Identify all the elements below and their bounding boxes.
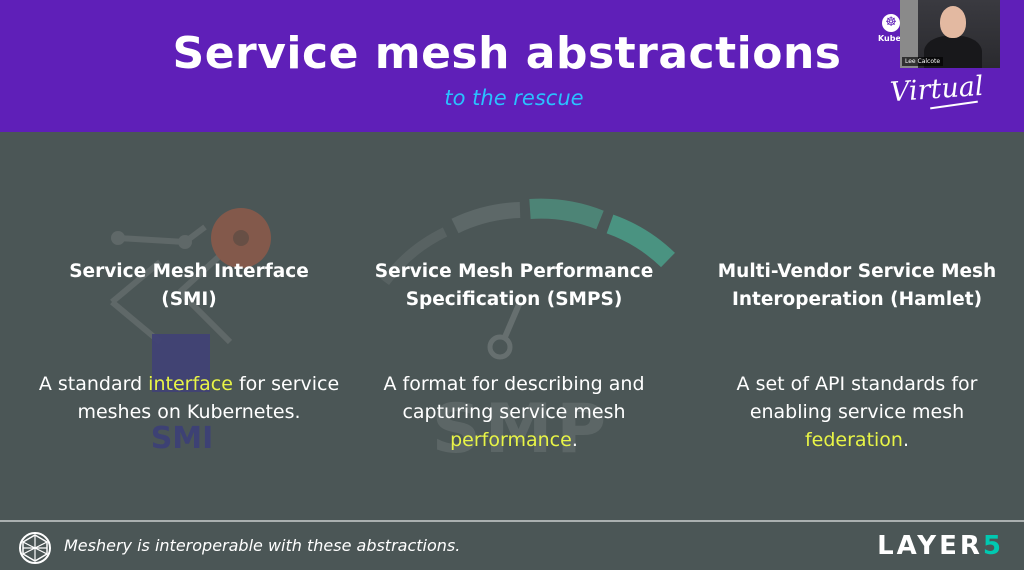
kubecon-badge: ☸ Kuber	[878, 14, 905, 43]
smps-heading-line1: Service Mesh Performance	[374, 261, 654, 282]
presenter-head	[940, 6, 966, 38]
presenter-name-tag: Lee Calcote	[902, 57, 944, 66]
hamlet-column: Multi-Vendor Service Mesh Interoperation…	[697, 258, 1017, 454]
smi-logo-icon: SMI	[110, 208, 271, 456]
layer5-logo-main: LAYER	[877, 531, 983, 561]
smi-column: Service Mesh Interface (SMI) A standard …	[29, 258, 349, 426]
smps-desc-after: .	[571, 429, 578, 451]
header-band	[0, 0, 1024, 132]
kubecon-badge-text: Kuber	[878, 34, 905, 43]
presenter-webcam: Lee Calcote	[900, 0, 1000, 68]
hamlet-description: A set of API standards for enabling serv…	[697, 370, 1017, 454]
smi-description: A standard interface for service meshes …	[29, 370, 349, 426]
hamlet-heading-line2: Interoperation (Hamlet)	[731, 289, 983, 310]
smps-heading-line2: Specification (SMPS)	[405, 289, 623, 310]
webcam-background	[900, 0, 918, 68]
slide-subtitle: to the rescue	[444, 86, 584, 110]
smp-logo-text: SMP	[432, 390, 610, 469]
footer-bar: Meshery is interoperable with these abst…	[0, 520, 1024, 570]
smi-heading-line2: (SMI)	[161, 289, 217, 310]
hamlet-heading: Multi-Vendor Service Mesh Interoperation…	[697, 258, 1017, 314]
smi-logo-text: SMI	[151, 421, 214, 456]
smi-desc-after: for service meshes on Kubernetes.	[77, 373, 340, 423]
smi-heading: Service Mesh Interface (SMI)	[29, 258, 349, 314]
layer5-logo: LAYER5	[877, 531, 1004, 561]
smps-desc-highlight: performance	[450, 429, 572, 451]
footer-caption: Meshery is interoperable with these abst…	[64, 536, 461, 555]
smi-desc-highlight: interface	[148, 373, 233, 395]
hamlet-desc-highlight: federation	[804, 429, 903, 451]
smps-column: Service Mesh Performance Specification (…	[354, 258, 674, 454]
smi-heading-line1: Service Mesh Interface	[69, 261, 309, 282]
layer5-logo-accent: 5	[982, 531, 1004, 561]
hamlet-desc-after: .	[902, 429, 910, 451]
smps-description: A format for describing and capturing se…	[354, 370, 674, 454]
meshery-logo-icon	[19, 532, 51, 564]
smp-gauge-icon: SMP	[380, 198, 675, 469]
background-decorations: SMI SMP	[110, 198, 675, 469]
slide-title: Service mesh abstractions	[172, 28, 842, 79]
hamlet-desc-before: A set of API standards for enabling serv…	[736, 373, 978, 423]
smps-desc-before: A format for describing and capturing se…	[383, 373, 645, 423]
smi-desc-before: A standard	[38, 373, 149, 395]
hamlet-heading-line1: Multi-Vendor Service Mesh	[717, 261, 997, 282]
smps-heading: Service Mesh Performance Specification (…	[354, 258, 674, 314]
kubernetes-wheel-icon: ☸	[882, 14, 900, 32]
